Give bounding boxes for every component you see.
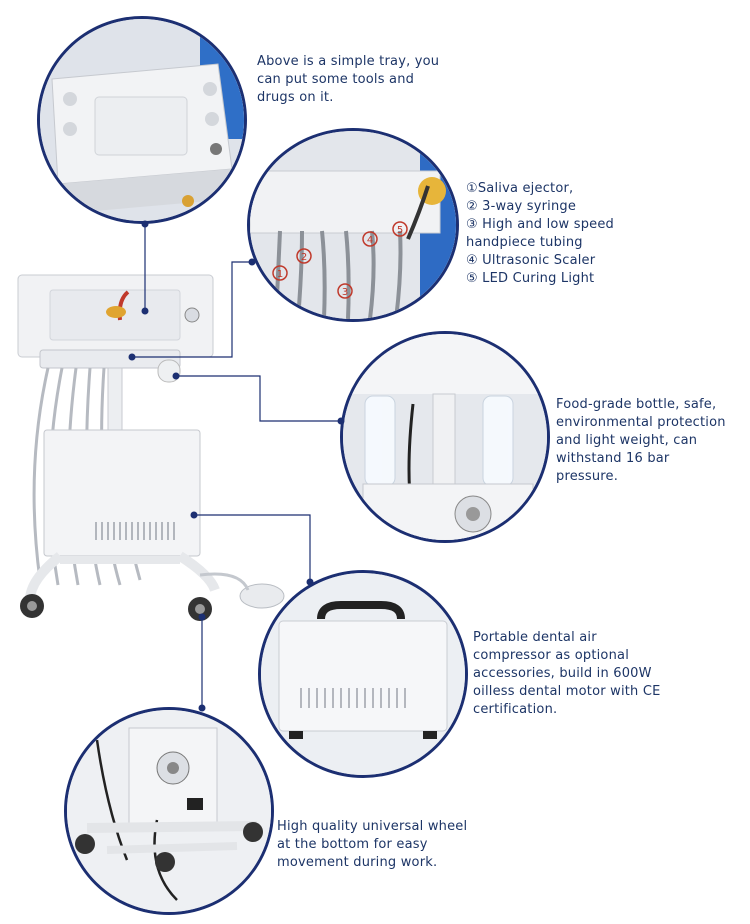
compressor-caption-line: oilless dental motor with CE xyxy=(473,684,661,699)
compressor-detail-circle xyxy=(258,570,468,778)
wheel-caption-line: High quality universal wheel xyxy=(277,819,468,834)
wheel-caption: High quality universal wheel at the bott… xyxy=(277,818,467,872)
tools-caption-line: ④ Ultrasonic Scaler xyxy=(466,253,596,268)
tray-detail-circle xyxy=(37,16,247,224)
dot-wheel-end xyxy=(198,704,206,712)
bottle-caption-line: environmental protection xyxy=(556,415,726,430)
tray-caption-line: can put some tools and xyxy=(257,72,415,87)
dot-compressor-start xyxy=(190,511,198,519)
dot-wheel-start xyxy=(198,613,206,621)
tray-caption-line: drugs on it. xyxy=(257,90,334,105)
tray-photo xyxy=(40,19,244,221)
tool-marker-2: 2 xyxy=(301,252,307,263)
tools-caption-line: handpiece tubing xyxy=(466,235,583,250)
compressor-caption-line: certification. xyxy=(473,702,558,717)
bottle-caption-line: and light weight, can xyxy=(556,433,698,448)
compressor-caption: Portable dental air compressor as option… xyxy=(473,629,661,719)
wheel-caption-line: movement during work. xyxy=(277,855,438,870)
compressor-caption-line: Portable dental air xyxy=(473,630,597,645)
bottle-detail-circle xyxy=(340,331,550,543)
wheel-photo xyxy=(67,710,271,912)
tool-marker-1: 1 xyxy=(277,269,283,280)
tools-caption-line: ⑤ LED Curing Light xyxy=(466,271,595,286)
tools-photo: 1 2 3 4 5 xyxy=(250,131,456,319)
connector-bottle xyxy=(176,375,341,422)
bottle-photo xyxy=(343,334,547,540)
compressor-caption-line: compressor as optional xyxy=(473,648,630,663)
tools-detail-circle: 1 2 3 4 5 xyxy=(247,128,459,322)
dot-tray-top xyxy=(141,220,149,228)
wheel-detail-circle xyxy=(64,707,274,915)
tools-caption: ①Saliva ejector, ② 3-way syringe ③ High … xyxy=(466,180,614,288)
dot-tools-start xyxy=(128,353,136,361)
tool-marker-5: 5 xyxy=(397,225,403,236)
dot-bottle-end xyxy=(337,417,345,425)
dot-bottle-start xyxy=(172,372,180,380)
tools-caption-line: ①Saliva ejector, xyxy=(466,181,574,196)
tool-marker-3: 3 xyxy=(342,287,348,298)
dot-compressor-end xyxy=(306,578,314,586)
dot-tray-bottom xyxy=(141,307,149,315)
compressor-caption-line: accessories, build in 600W xyxy=(473,666,652,681)
bottle-caption-line: withstand 16 bar xyxy=(556,451,670,466)
connector-compressor xyxy=(194,514,311,582)
bottle-caption-line: pressure. xyxy=(556,469,619,484)
dot-tools-end xyxy=(248,258,256,266)
bottle-caption: Food-grade bottle, safe, environmental p… xyxy=(556,396,726,486)
tray-caption-line: Above is a simple tray, you xyxy=(257,54,440,69)
connector-tools xyxy=(132,261,252,358)
tools-caption-line: ② 3-way syringe xyxy=(466,199,577,214)
tool-marker-4: 4 xyxy=(367,235,373,246)
tray-caption: Above is a simple tray, you can put some… xyxy=(257,53,439,107)
compressor-photo xyxy=(261,573,465,775)
foot-pedal xyxy=(239,583,285,609)
tools-caption-line: ③ High and low speed xyxy=(466,217,614,232)
bottle-caption-line: Food-grade bottle, safe, xyxy=(556,397,717,412)
wheel-caption-line: at the bottom for easy xyxy=(277,837,428,852)
